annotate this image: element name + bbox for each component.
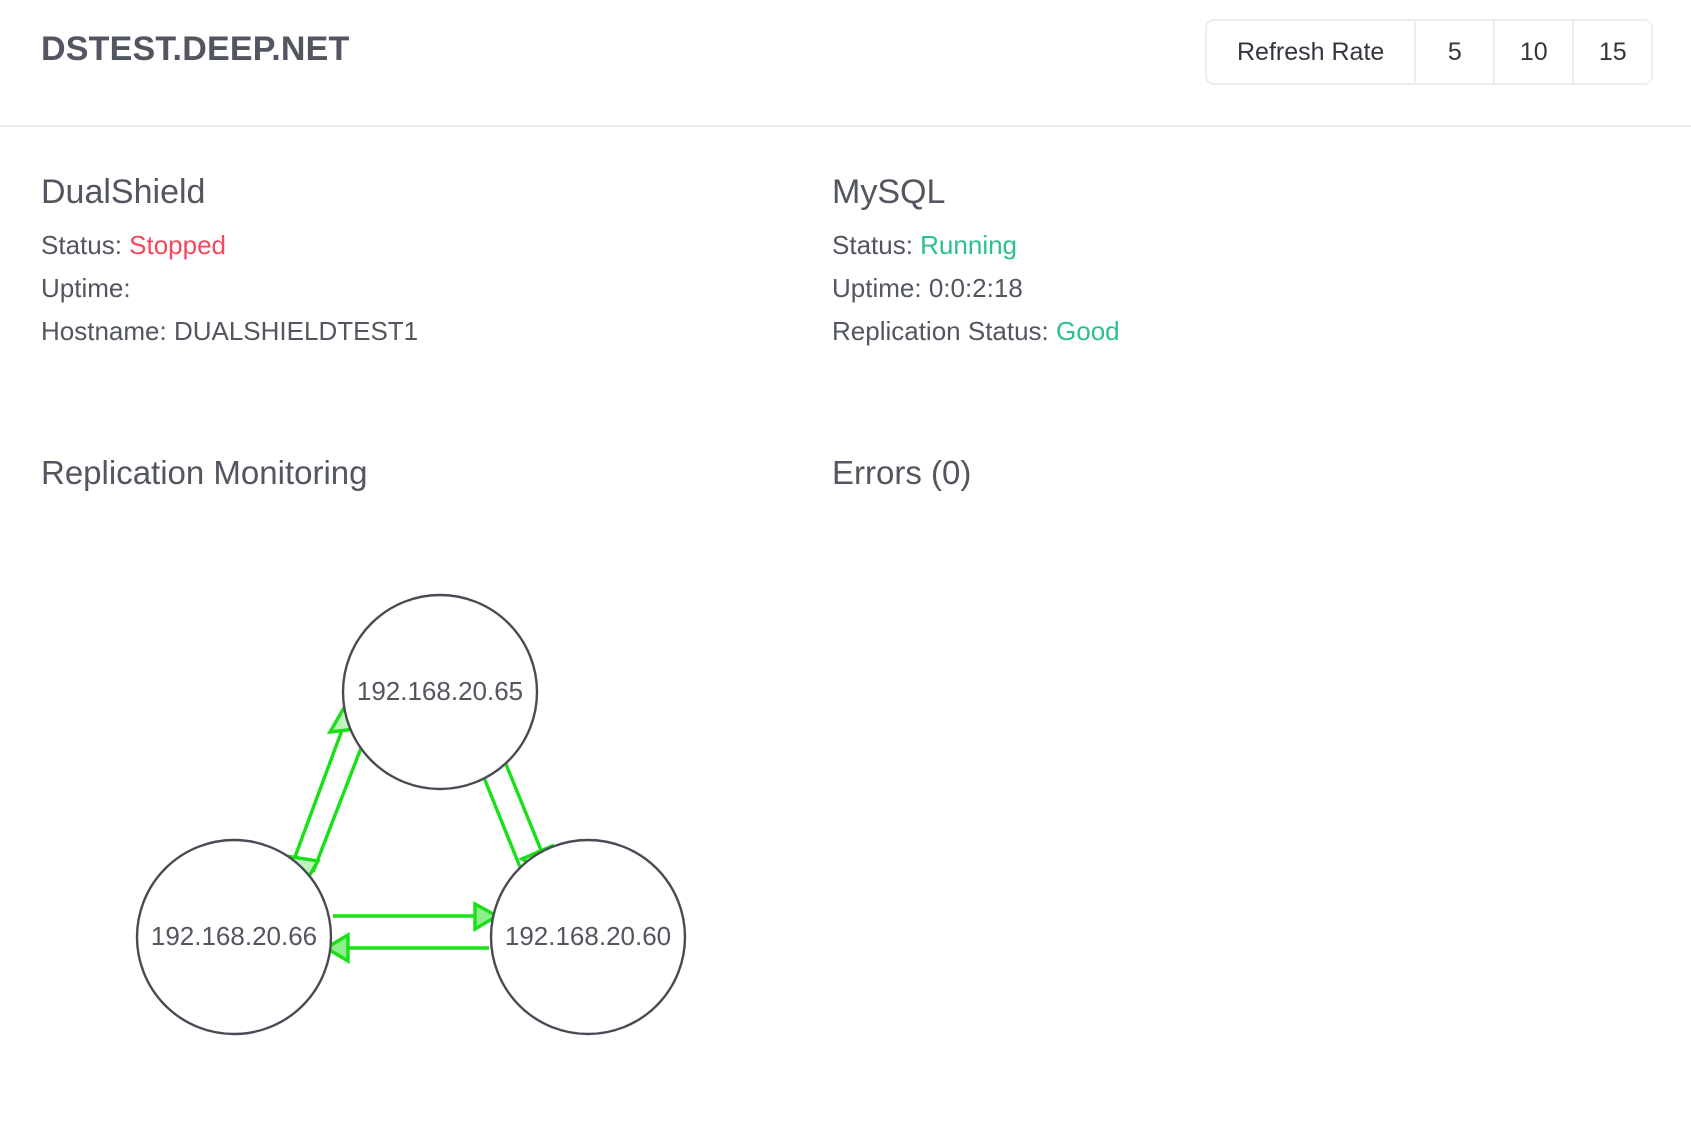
link-60-to-66 xyxy=(322,932,489,964)
errors-list xyxy=(832,520,1652,1080)
app-header: DSTEST.DEEP.NET Refresh Rate 5 10 15 xyxy=(0,0,1691,127)
replication-monitoring-heading: Replication Monitoring xyxy=(41,452,368,494)
page-title: DSTEST.DEEP.NET xyxy=(41,30,350,68)
replication-monitoring-title: Replication Monitoring xyxy=(41,454,368,491)
refresh-rate-option-10[interactable]: 10 xyxy=(1493,21,1572,83)
mysql-uptime-row: Uptime: 0:0:2:18 xyxy=(832,267,1120,310)
mysql-status-label: Status: xyxy=(832,230,921,260)
refresh-rate-label: Refresh Rate xyxy=(1237,37,1385,66)
errors-title: Errors (0) xyxy=(832,454,972,491)
mysql-status-panel: MySQL Status: Running Uptime: 0:0:2:18 R… xyxy=(832,172,1120,353)
dualshield-uptime-row: Uptime: xyxy=(41,267,418,310)
dualshield-uptime-label: Uptime: xyxy=(41,273,131,303)
refresh-rate-group: Refresh Rate 5 10 15 xyxy=(1205,19,1654,85)
dualshield-status-row: Status: Stopped xyxy=(41,224,418,267)
dualshield-status-panel: DualShield Status: Stopped Uptime: Hostn… xyxy=(41,172,418,353)
mysql-replication-label: Replication Status: xyxy=(832,316,1057,346)
refresh-rate-option-15[interactable]: 15 xyxy=(1572,21,1651,83)
diagram-node-label: 192.168.20.66 xyxy=(151,921,317,951)
diagram-node-label: 192.168.20.65 xyxy=(357,676,523,706)
errors-heading: Errors (0) xyxy=(832,452,971,494)
mysql-title: MySQL xyxy=(832,173,946,211)
dualshield-status-value: Stopped xyxy=(129,230,227,260)
dualshield-status-label: Status: xyxy=(41,230,130,260)
replication-topology-diagram: 192.168.20.65 192.168.20.66 192.168.20.6… xyxy=(0,520,860,1127)
diagram-node-192-168-20-66: 192.168.20.66 xyxy=(135,838,333,1036)
dualshield-title: DualShield xyxy=(41,173,206,211)
mysql-replication-row: Replication Status: Good xyxy=(832,310,1120,353)
link-66-to-60 xyxy=(333,901,501,932)
mysql-status-value: Running xyxy=(920,230,1018,260)
refresh-rate-option-5[interactable]: 5 xyxy=(1414,21,1493,83)
mysql-uptime-value: 0:0:2:18 xyxy=(928,273,1023,303)
dualshield-hostname-row: Hostname: DUALSHIELDTEST1 xyxy=(41,310,418,353)
diagram-node-192-168-20-65: 192.168.20.65 xyxy=(341,593,539,791)
dualshield-hostname-value: DUALSHIELDTEST1 xyxy=(173,316,419,346)
diagram-node-192-168-20-60: 192.168.20.60 xyxy=(489,838,687,1036)
mysql-uptime-label: Uptime: xyxy=(832,273,929,303)
mysql-status-row: Status: Running xyxy=(832,224,1120,267)
mysql-replication-value: Good xyxy=(1056,316,1120,346)
dualshield-hostname-label: Hostname: xyxy=(41,316,174,346)
diagram-node-label: 192.168.20.60 xyxy=(505,921,671,951)
